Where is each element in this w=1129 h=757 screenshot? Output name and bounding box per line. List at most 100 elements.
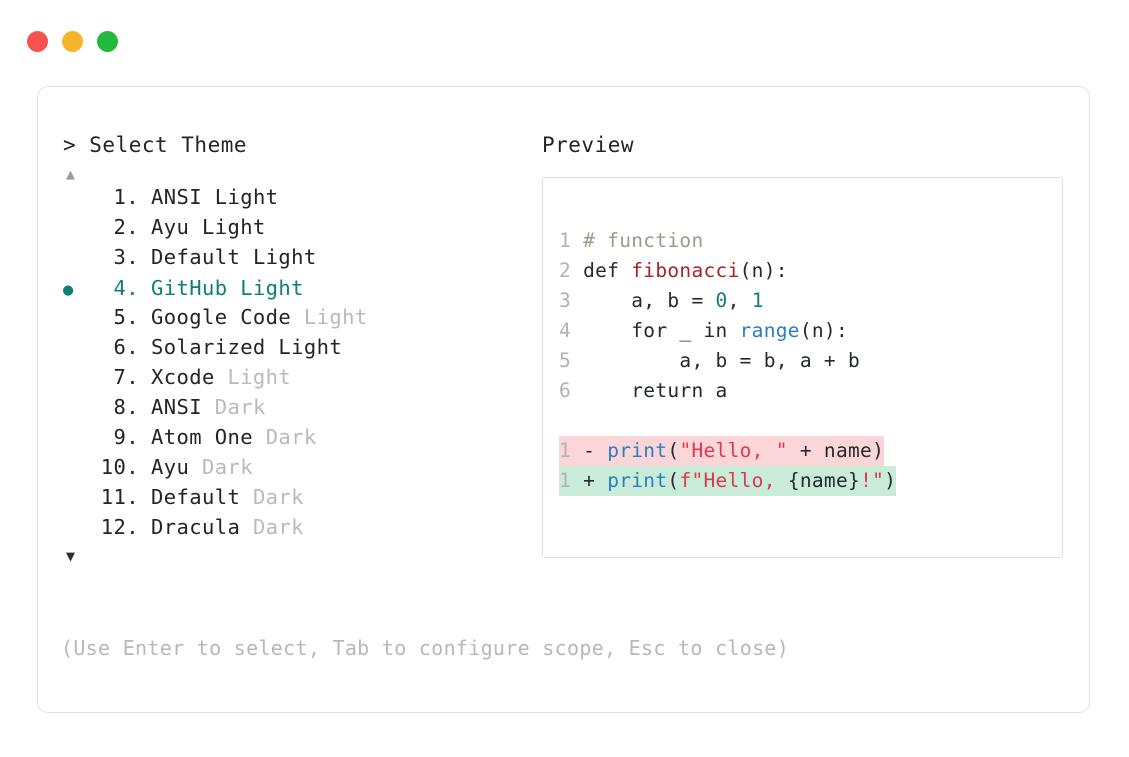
- code-token: a, b =: [583, 289, 716, 312]
- theme-item-variant: Dark: [252, 485, 304, 509]
- diff-sign: -: [583, 439, 608, 462]
- theme-list-item[interactable]: 3. Default Light: [63, 245, 523, 275]
- theme-list-item[interactable]: 7. Xcode Light: [63, 365, 523, 395]
- code-line: 3 a, b = 0, 1: [559, 286, 1062, 316]
- theme-item-name: Default Light: [151, 245, 317, 269]
- code-token: ): [872, 439, 885, 462]
- theme-item-variant: Dark: [252, 515, 304, 539]
- page-title: > Select Theme: [63, 133, 248, 157]
- code-line: 5 a, b = b, a + b: [559, 346, 1062, 376]
- code-token: f"Hello,: [679, 469, 788, 492]
- code-token: (: [667, 439, 680, 462]
- keyboard-hint: (Use Enter to select, Tab to configure s…: [61, 636, 790, 660]
- code-token: 0: [715, 289, 728, 312]
- diff-removed-line: 1 - print("Hello, " + name): [559, 436, 885, 466]
- theme-item-name: Atom One Dark: [151, 425, 317, 449]
- code-token: for _ in: [583, 319, 740, 342]
- preview-label: Preview: [542, 133, 635, 157]
- line-number: 3: [559, 289, 584, 312]
- code-token: range: [739, 319, 800, 342]
- theme-item-name: Google Code Light: [151, 305, 368, 329]
- diff-line-wrapper: 1 + print(f"Hello, {name}!"): [559, 466, 1062, 496]
- theme-item-index: 7.: [113, 365, 139, 389]
- code-spacer: [559, 406, 1062, 436]
- line-number: 5: [559, 349, 584, 372]
- theme-item-index: 9.: [113, 425, 139, 449]
- code-token: !": [860, 469, 885, 492]
- code-line: 6 return a: [559, 376, 1062, 406]
- theme-item-variant: Light: [252, 245, 317, 269]
- line-number: 1: [559, 469, 584, 492]
- theme-item-index: 4.: [113, 276, 139, 300]
- theme-item-index: 11.: [100, 485, 139, 509]
- code-token: fibonacci: [631, 259, 740, 282]
- theme-list-item[interactable]: 5. Google Code Light: [63, 305, 523, 335]
- theme-item-index: 8.: [113, 395, 139, 419]
- code-token: ): [884, 469, 897, 492]
- code-token: (n):: [799, 319, 848, 342]
- minimize-window-button[interactable]: [62, 31, 83, 52]
- selected-bullet-icon: ●: [63, 280, 74, 300]
- diff-added-line: 1 + print(f"Hello, {name}!"): [559, 466, 897, 496]
- diff-line-wrapper: 1 - print("Hello, " + name): [559, 436, 1062, 466]
- theme-item-name: Solarized Light: [151, 335, 343, 359]
- theme-list-item[interactable]: ● 4. GitHub Light: [63, 275, 523, 305]
- scroll-up-icon[interactable]: ▲: [66, 165, 76, 183]
- code-token: (n):: [739, 259, 788, 282]
- code-token: + name: [787, 439, 873, 462]
- theme-item-name: Default Dark: [151, 485, 304, 509]
- theme-item-index: 3.: [113, 245, 139, 269]
- line-number: 1: [559, 439, 584, 462]
- theme-item-name: ANSI Dark: [151, 395, 266, 419]
- theme-list-item[interactable]: 12. Dracula Dark: [63, 515, 523, 545]
- theme-item-name: GitHub Light: [151, 276, 304, 300]
- theme-item-index: 12.: [100, 515, 139, 539]
- code-token: 1: [751, 289, 764, 312]
- code-token: a, b = b, a + b: [583, 349, 861, 372]
- theme-item-variant: Light: [278, 335, 343, 359]
- code-token: (: [667, 469, 680, 492]
- diff-sign: +: [583, 469, 608, 492]
- code-token: print: [607, 439, 668, 462]
- code-token: ,: [727, 289, 752, 312]
- line-number: 2: [559, 259, 584, 282]
- theme-item-variant: Dark: [265, 425, 317, 449]
- code-token: def: [583, 259, 632, 282]
- code-token: print: [607, 469, 668, 492]
- theme-item-name: Ayu Dark: [151, 455, 253, 479]
- window-controls: [27, 31, 118, 52]
- theme-item-variant: Dark: [201, 455, 253, 479]
- theme-item-variant: Light: [303, 305, 368, 329]
- code-token: {name}: [787, 469, 861, 492]
- theme-list-item[interactable]: 11. Default Dark: [63, 485, 523, 515]
- theme-item-index: 1.: [113, 185, 139, 209]
- theme-item-index: 5.: [113, 305, 139, 329]
- theme-list-item[interactable]: 1.ANSI Light: [63, 185, 523, 215]
- theme-list-item[interactable]: 2.Ayu Light: [63, 215, 523, 245]
- theme-list-item[interactable]: 6. Solarized Light: [63, 335, 523, 365]
- theme-list-item[interactable]: 10.Ayu Dark: [63, 455, 523, 485]
- code-token: # function: [583, 229, 704, 252]
- theme-item-variant: Light: [214, 185, 279, 209]
- code-token: "Hello, ": [679, 439, 788, 462]
- theme-item-index: 6.: [113, 335, 139, 359]
- theme-item-index: 2.: [113, 215, 139, 239]
- theme-item-variant: Light: [240, 276, 304, 300]
- theme-list-item[interactable]: 9. Atom One Dark: [63, 425, 523, 455]
- maximize-window-button[interactable]: [97, 31, 118, 52]
- theme-item-name: Dracula Dark: [151, 515, 304, 539]
- line-number: 1: [559, 229, 584, 252]
- close-window-button[interactable]: [27, 31, 48, 52]
- code-token: return a: [583, 379, 728, 402]
- theme-item-variant: Light: [227, 365, 292, 389]
- theme-list-item[interactable]: 8. ANSI Dark: [63, 395, 523, 425]
- scroll-down-icon[interactable]: ▼: [66, 547, 76, 565]
- code-line: 1 # function: [559, 226, 1062, 256]
- theme-item-name: Xcode Light: [151, 365, 292, 389]
- theme-item-variant: Light: [201, 215, 266, 239]
